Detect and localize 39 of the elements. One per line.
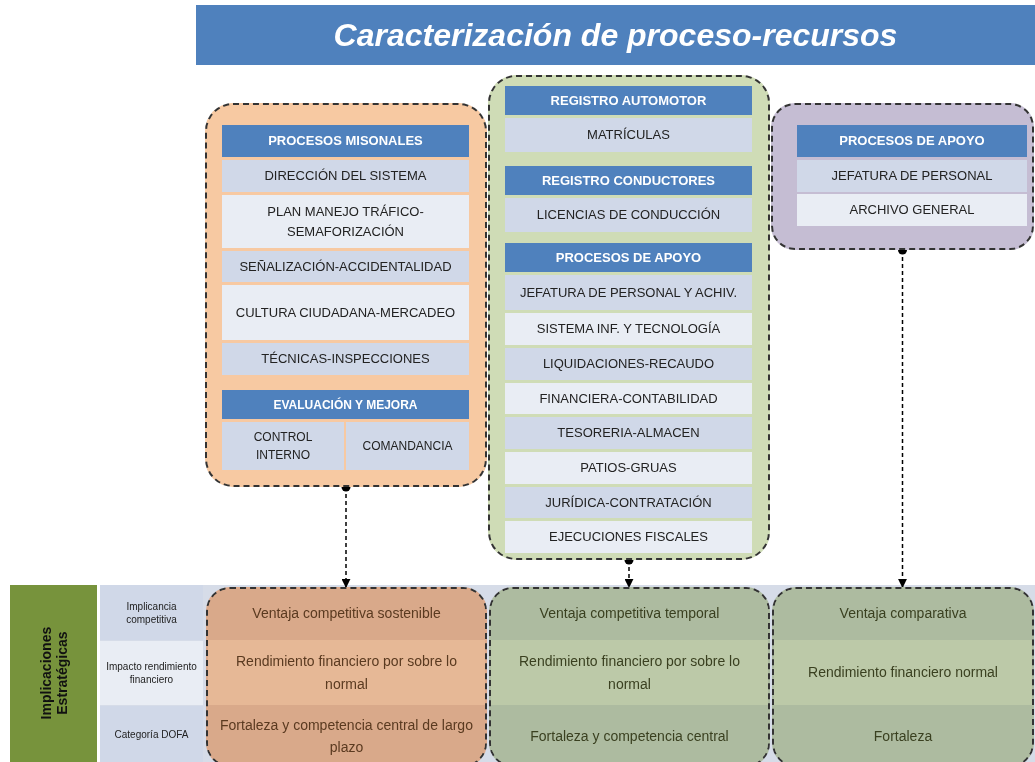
table-row: FINANCIERA-CONTABILIDAD — [505, 383, 752, 414]
table-row: ARCHIVO GENERAL — [797, 194, 1027, 226]
result-panel — [772, 587, 1034, 762]
table-row: SISTEMA INF. Y TECNOLOGÍA — [505, 313, 752, 345]
result-row: Rendimiento financiero por sobre lo normal — [491, 640, 768, 705]
table-row: LIQUIDACIONES-RECAUDO — [505, 348, 752, 380]
table-row: JURÍDICA-CONTRATACIÓN — [505, 487, 752, 518]
side-band: Implicaciones Estratégicas — [10, 585, 97, 762]
group-panel — [771, 103, 1034, 250]
title-banner: Caracterización de proceso-recursos — [196, 5, 1035, 65]
result-panel — [489, 587, 770, 762]
table-row: JEFATURA DE PERSONAL — [797, 160, 1027, 192]
header-bar: EVALUACIÓN Y MEJORA — [222, 390, 469, 419]
table-row: SEÑALIZACIÓN-ACCIDENTALIDAD — [222, 251, 469, 282]
group-panel — [205, 103, 487, 487]
header-bar: PROCESOS DE APOYO — [505, 243, 752, 272]
row-header: Implicancia competitiva — [100, 585, 203, 640]
table-row: PATIOS-GRUAS — [505, 452, 752, 484]
header-bar: PROCESOS MISONALES — [222, 125, 469, 157]
table-row: CULTURA CIUDADANA-MERCADEO — [222, 285, 469, 340]
result-panel — [206, 587, 487, 762]
result-row: Rendimiento financiero por sobre lo normal — [208, 640, 485, 705]
table-row: MATRÍCULAS — [505, 118, 752, 152]
header-bar: REGISTRO CONDUCTORES — [505, 166, 752, 195]
header-bar: REGISTRO AUTOMOTOR — [505, 86, 752, 115]
row-header: Categoría DOFA — [100, 706, 203, 762]
table-row: EJECUCIONES FISCALES — [505, 521, 752, 553]
table-row: DIRECCIÓN DEL SISTEMA — [222, 160, 469, 192]
result-row: Rendimiento financiero normal — [774, 640, 1032, 705]
group-panel — [488, 75, 770, 560]
table-row: TÉCNICAS-INSPECCIONES — [222, 343, 469, 375]
row-header: Impacto rendimiento financiero — [100, 641, 203, 705]
table-cell: CONTROL INTERNO — [222, 422, 344, 470]
table-cell: COMANDANCIA — [346, 422, 469, 470]
table-row: TESORERIA-ALMACEN — [505, 417, 752, 449]
header-bar: PROCESOS DE APOYO — [797, 125, 1027, 157]
table-row: LICENCIAS DE CONDUCCIÓN — [505, 198, 752, 232]
table-row: JEFATURA DE PERSONAL Y ACHIV. — [505, 275, 752, 310]
table-row: PLAN MANEJO TRÁFICO-SEMAFORIZACIÓN — [222, 195, 469, 248]
